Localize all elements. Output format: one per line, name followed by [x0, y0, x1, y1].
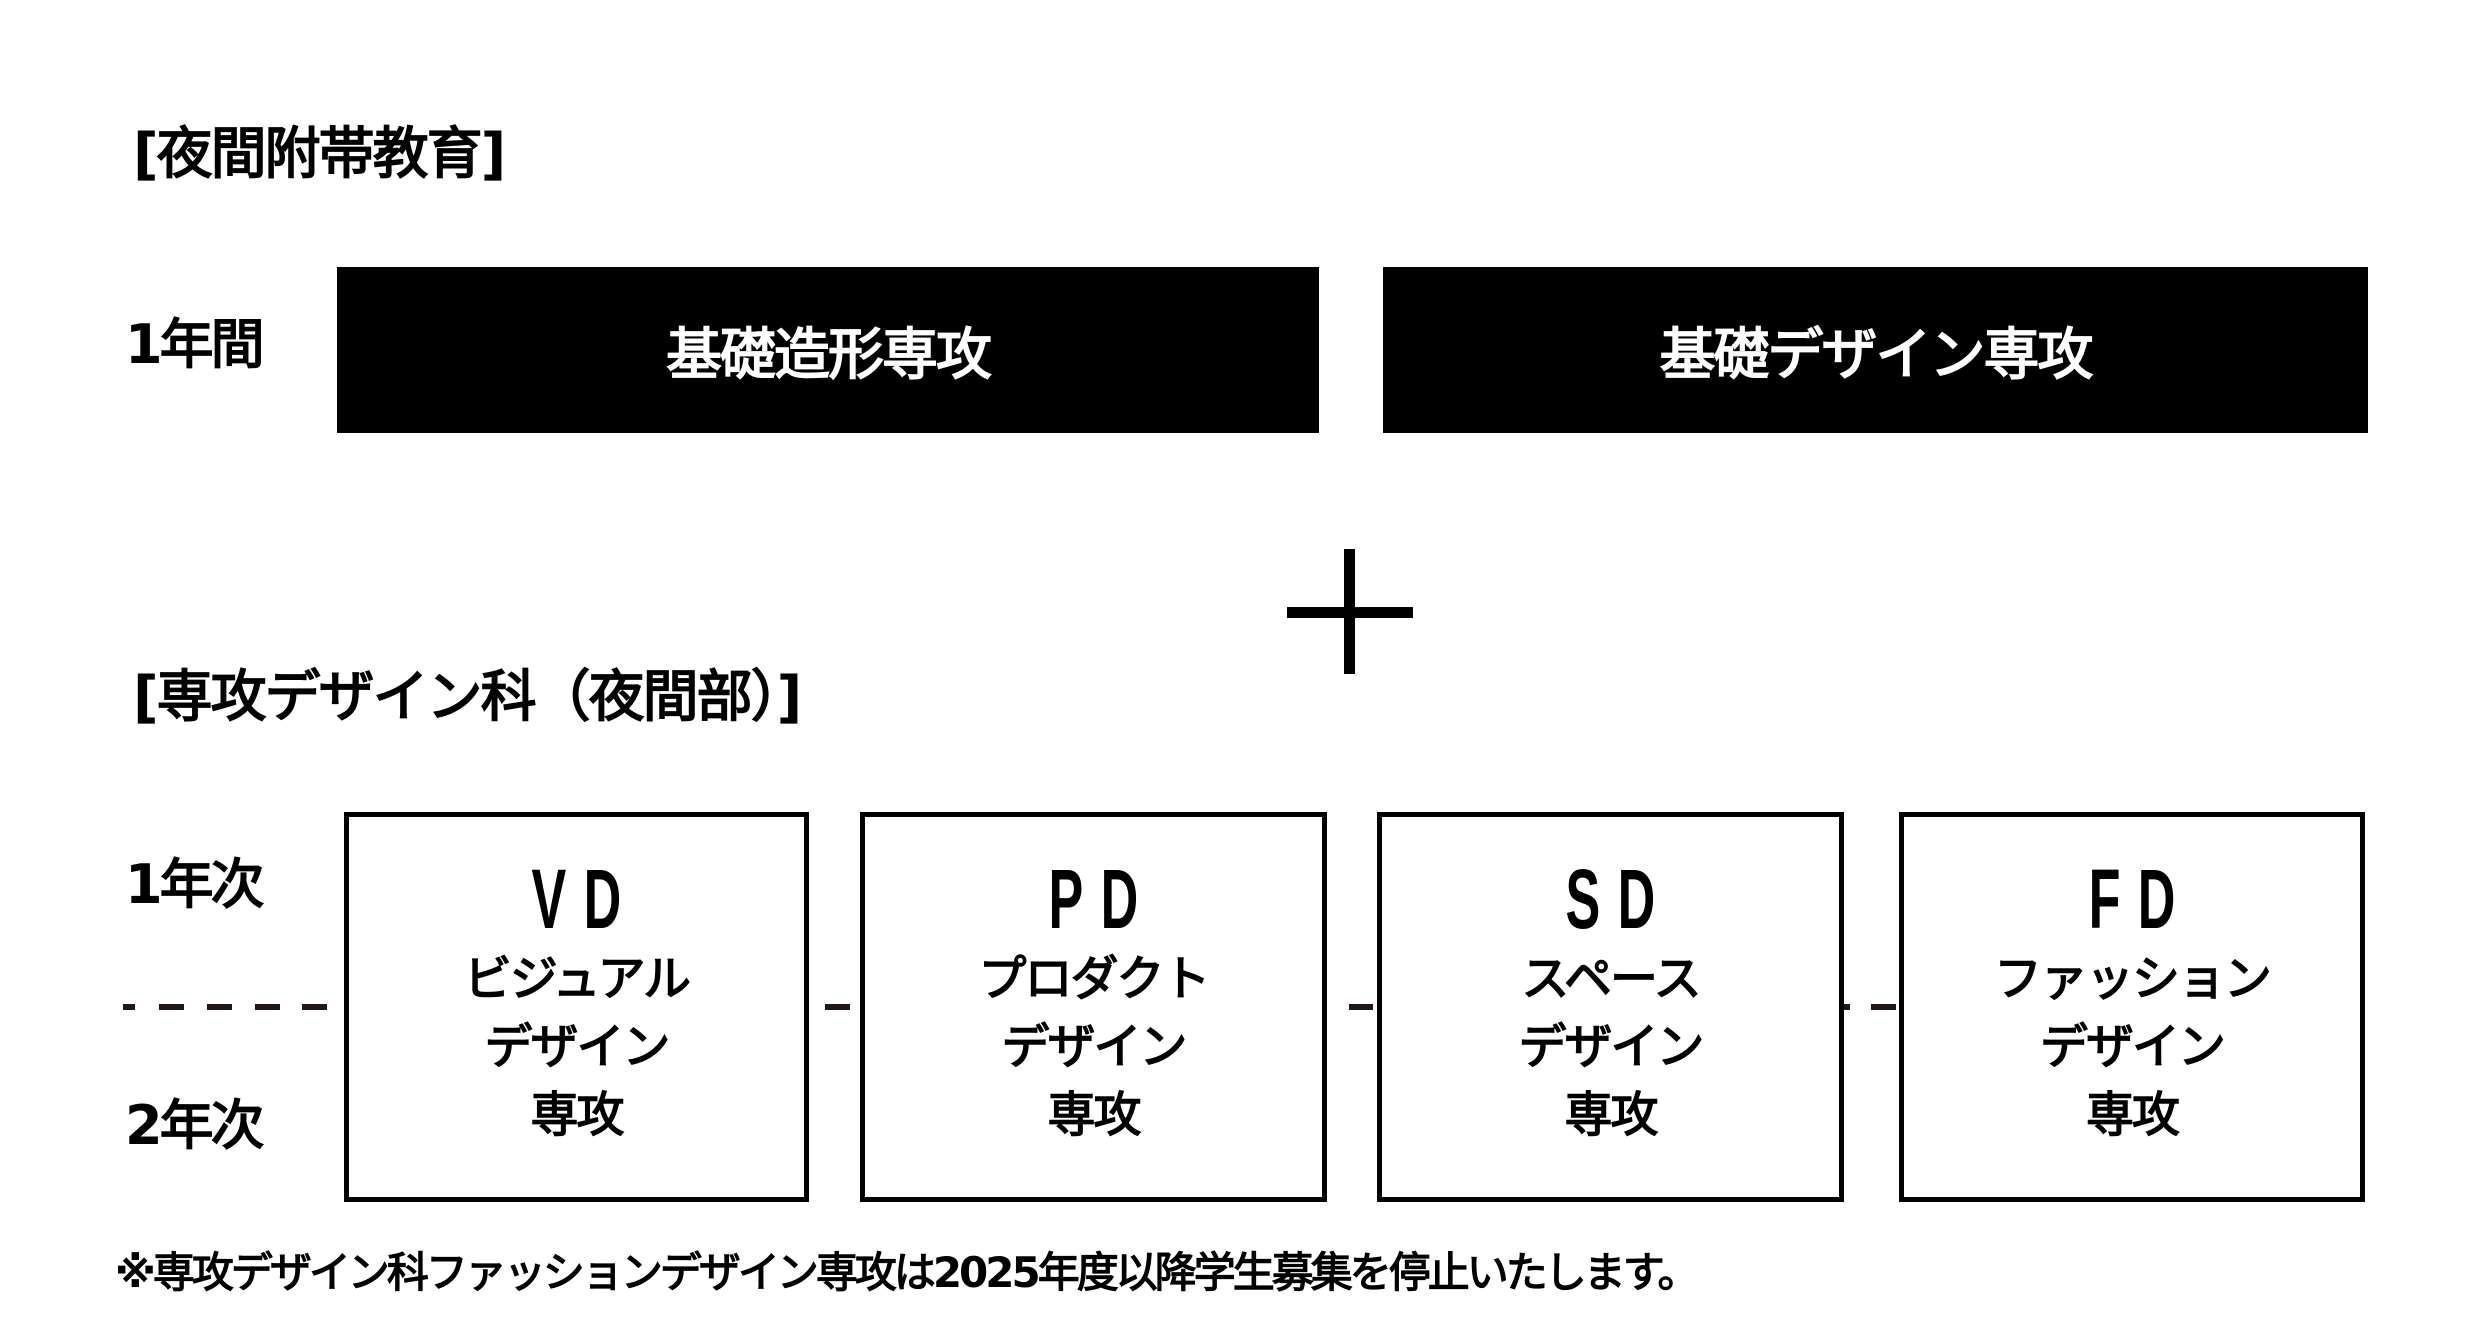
course-label: 基礎デザイン専攻 — [1659, 322, 2094, 388]
major-box-vd[interactable]: VD ビジュアル デザイン 専攻 — [344, 812, 809, 1202]
major-box-pd[interactable]: PD プロダクト デザイン 専攻 — [860, 812, 1327, 1202]
major-name-line: デザイン — [1001, 1019, 1187, 1075]
major-abbr: SD — [1565, 852, 1673, 946]
major-name-line: ビジュアル — [463, 951, 691, 1007]
major-name-line: ファッション — [1993, 951, 2272, 1007]
design-department-heading: [専攻デザイン科（夜間部）] — [133, 665, 802, 730]
course-box-basic-design[interactable]: 基礎デザイン専攻 — [1383, 267, 2368, 433]
major-abbr: VD — [531, 852, 639, 946]
major-name-line: スペース — [1521, 951, 1701, 1007]
second-year-label: 2年次 — [125, 1094, 265, 1157]
major-name-line: 専攻 — [1047, 1087, 1141, 1143]
night-program-heading: [夜間附帯教育] — [133, 122, 506, 187]
major-name-line: 専攻 — [2085, 1087, 2180, 1143]
major-abbr: PD — [1048, 852, 1156, 946]
major-name-line: デザイン — [484, 1019, 670, 1075]
major-box-sd[interactable]: SD スペース デザイン 専攻 — [1377, 812, 1844, 1202]
major-name-line: 専攻 — [530, 1087, 624, 1143]
major-abbr: FD — [2088, 852, 2193, 946]
major-name-line: デザイン — [2039, 1019, 2226, 1075]
first-year-label: 1年次 — [125, 853, 265, 916]
major-name-line: デザイン — [1518, 1019, 1704, 1075]
course-box-basic-formative[interactable]: 基礎造形専攻 — [337, 267, 1319, 433]
footnote: ※専攻デザイン科ファッションデザイン専攻は2025年度以降学生募集を停止いたしま… — [115, 1248, 1700, 1297]
major-name-line: 専攻 — [1564, 1087, 1658, 1143]
major-box-fd[interactable]: FD ファッション デザイン 専攻 — [1899, 812, 2365, 1202]
course-label: 基礎造形専攻 — [666, 322, 992, 388]
duration-label: 1年間 — [125, 313, 265, 376]
major-name-line: プロダクト — [978, 951, 1210, 1007]
